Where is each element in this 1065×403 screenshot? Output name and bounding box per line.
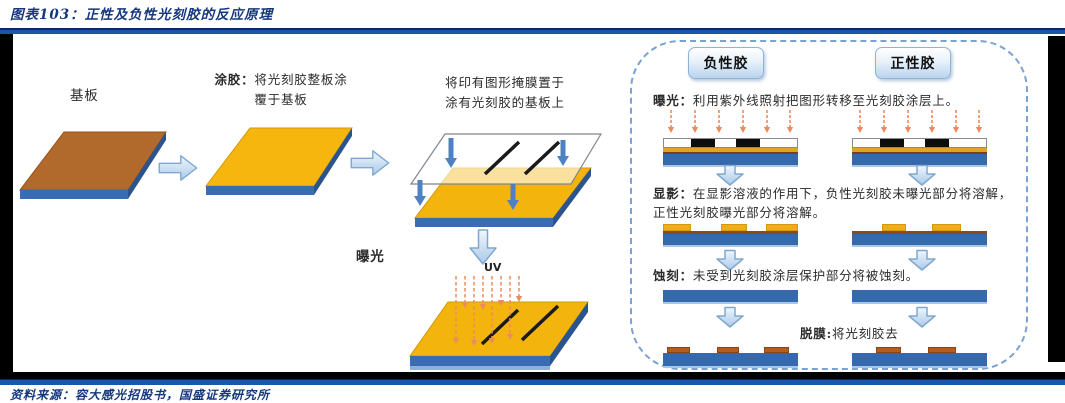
- flow-arrow-right-icon: [158, 155, 198, 181]
- step-exposure-text: 曝光：利用紫外线照射把图形转移至光刻胶涂层上。: [653, 91, 1025, 111]
- positive-exposure-stack: [852, 110, 987, 167]
- mask-caption: 将印有图形掩膜置于 涂有光刻胶的基板上: [405, 73, 605, 113]
- step-etch-name: 蚀刻：: [653, 268, 693, 283]
- bottom-matte: [0, 372, 1065, 379]
- step-strip-text: 脱膜:将光刻胶去: [800, 324, 1030, 344]
- step-strip-name: 脱膜:: [800, 326, 833, 341]
- substrate-label: 基板: [70, 88, 99, 104]
- negative-exposure-stack: [663, 110, 798, 167]
- positive-etched-bar: [852, 290, 987, 304]
- coated-slab-graphic: [204, 127, 353, 195]
- positive-resist-chip: 正性胶: [875, 47, 951, 79]
- negative-etched-bar: [663, 290, 798, 304]
- uv-rays-icon: [856, 110, 983, 134]
- negative-developed-stack: [663, 224, 798, 247]
- coating-caption-line2: 覆于基板: [254, 92, 308, 107]
- source-line: 资料来源：容大感光招股书，国盛证券研究所: [10, 388, 271, 402]
- flow-arrow-right-icon: [350, 150, 390, 176]
- figure-title: 图表103：正性及负性光刻胶的反应原理: [10, 7, 274, 23]
- step-develop-name: 显影：: [653, 186, 693, 201]
- left-matte: [0, 34, 13, 373]
- substrate-slab-graphic: [18, 131, 167, 199]
- coating-caption: 涂胶：将光刻胶整板涂 覆于基板: [197, 70, 365, 110]
- negative-final-stack: [663, 347, 798, 368]
- positive-resist-label: 正性胶: [890, 56, 936, 72]
- panel-arrow-down-icon: [716, 164, 744, 186]
- mask-caption-line2: 涂有光刻胶的基板上: [445, 95, 565, 110]
- positive-final-stack: [852, 347, 987, 368]
- positive-developed-stack: [852, 224, 987, 247]
- step-develop-desc: 在显影溶液的作用下，负性光刻胶未曝光部分将溶解，正性光刻胶曝光部分将溶解。: [653, 186, 1013, 220]
- coating-caption-bold: 涂胶：: [214, 72, 255, 87]
- mask-alignment-graphic: [409, 133, 603, 227]
- bottom-divider: [0, 379, 1065, 385]
- mask-caption-line1: 将印有图形掩膜置于: [445, 75, 565, 90]
- step-etch-desc: 未受到光刻胶涂层保护部分将被蚀刻。: [692, 268, 920, 283]
- panel-arrow-down-icon: [716, 306, 744, 328]
- uv-rays-icon: [667, 110, 794, 134]
- mask-press-arrows-icon: [417, 138, 566, 200]
- step-etch-text: 蚀刻：未受到光刻胶涂层保护部分将被蚀刻。: [653, 266, 1025, 286]
- top-divider: [0, 28, 1065, 34]
- step-strip-desc: 将光刻胶去: [832, 326, 899, 341]
- uv-label: UV: [484, 261, 502, 274]
- negative-resist-label: 负性胶: [703, 56, 749, 72]
- exposure-label: 曝光: [356, 249, 385, 265]
- uv-rays-icon: [455, 276, 520, 340]
- resist-comparison-panel: [630, 40, 1028, 370]
- step-exposure-desc: 利用紫外线照射把图形转移至光刻胶涂层上。: [692, 93, 959, 108]
- panel-arrow-down-icon: [908, 164, 936, 186]
- step-exposure-name: 曝光：: [653, 93, 693, 108]
- step-develop-text: 显影：在显影溶液的作用下，负性光刻胶未曝光部分将溶解，正性光刻胶曝光部分将溶解。: [653, 184, 1019, 222]
- negative-resist-chip: 负性胶: [688, 47, 764, 79]
- uv-exposure-graphic: UV: [409, 261, 589, 370]
- right-matte: [1048, 36, 1065, 362]
- coating-caption-line1: 将光刻胶整板涂: [254, 72, 348, 87]
